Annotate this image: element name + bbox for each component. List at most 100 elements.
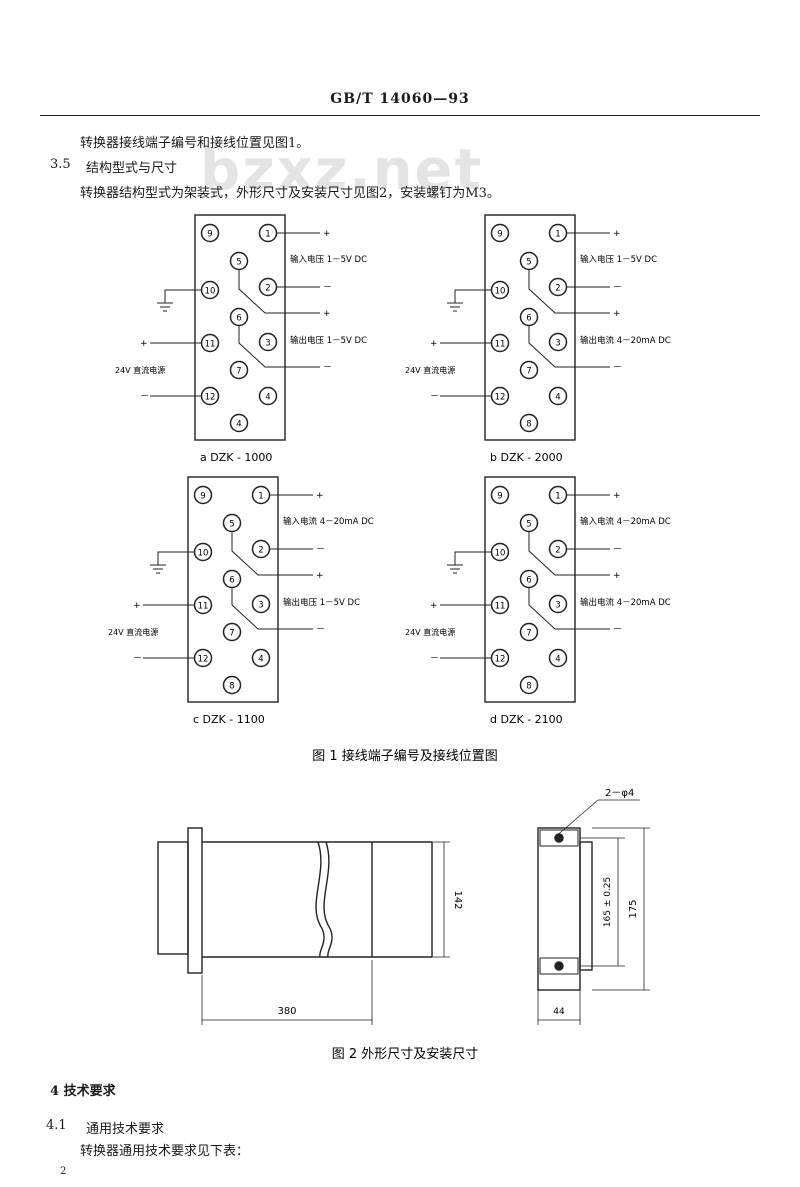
terminal-number: 9 <box>497 492 502 502</box>
terminal-number: 7 <box>526 367 531 377</box>
terminal-number: 9 <box>497 230 502 240</box>
terminal-block <box>187 476 279 703</box>
break-line-1 <box>315 841 325 958</box>
terminal-1 <box>251 485 271 505</box>
terminal-6 <box>519 307 539 327</box>
terminal-9 <box>490 485 510 505</box>
terminal-number: 4 <box>555 655 560 665</box>
mount-hole-top <box>554 833 564 843</box>
side-front-plate <box>157 841 189 955</box>
side-flange <box>187 827 203 974</box>
panel-model-label: c DZK - 1100 <box>193 713 265 726</box>
output-minus-sign: － <box>613 625 622 635</box>
terminal-number: 4 <box>258 655 263 665</box>
output-minus-sign: － <box>323 363 332 373</box>
panel-model-label: a DZK - 1000 <box>200 451 272 464</box>
terminal-block <box>484 214 576 441</box>
output-plus-sign: + <box>323 309 331 319</box>
terminal-6 <box>222 569 242 589</box>
output-minus-sign: － <box>613 363 622 373</box>
terminal-number: 3 <box>555 339 560 349</box>
section-4-1-title: 通用技术要求 <box>86 1122 165 1137</box>
terminal-number: 12 <box>205 393 216 403</box>
terminal-4 <box>548 386 568 406</box>
input-plus-sign: + <box>316 491 324 501</box>
section-4-heading: 4 技术要求 <box>50 1084 116 1099</box>
terminal-number: 11 <box>495 602 506 612</box>
power-supply-label: 24V 直流电源 <box>108 627 158 637</box>
output-minus-sign: － <box>316 625 325 635</box>
terminal-number: 10 <box>495 549 506 559</box>
input-signal-label: 输入电流 4－20mA DC <box>283 516 374 527</box>
terminal-number: 3 <box>555 601 560 611</box>
terminal-7 <box>222 622 242 642</box>
power-plus-sign: + <box>140 339 148 349</box>
terminal-6 <box>519 569 539 589</box>
terminal-number: 9 <box>200 492 205 502</box>
terminal-3 <box>251 594 271 614</box>
terminal-3 <box>548 332 568 352</box>
terminal-number: 9 <box>207 230 212 240</box>
terminal-1 <box>548 223 568 243</box>
terminal-number: 10 <box>495 287 506 297</box>
section-4-1-number: 4.1 <box>46 1118 67 1133</box>
terminal-number: 11 <box>495 340 506 350</box>
terminal-4 <box>548 648 568 668</box>
dim-mount-165: 165 ± 0.25 <box>603 877 613 927</box>
terminal-number: 11 <box>205 340 216 350</box>
output-signal-label: 输出电流 4－20mA DC <box>580 335 671 346</box>
power-minus-sign: － <box>430 392 439 402</box>
terminal-5 <box>222 513 242 533</box>
terminal-7 <box>519 360 539 380</box>
break-line-2 <box>323 841 333 958</box>
terminal-number: 5 <box>526 258 531 268</box>
mount-hole-bottom <box>554 961 564 971</box>
terminal-number: 3 <box>265 339 270 349</box>
paragraph-structure: 转换器结构型式为架装式，外形尺寸及安装尺寸见图2，安装螺钉为M3。 <box>80 186 500 201</box>
section-3-5-number: 3.5 <box>50 157 71 172</box>
terminal-8 <box>519 675 539 695</box>
terminal-number: 4 <box>555 393 560 403</box>
power-plus-sign: + <box>133 601 141 611</box>
output-plus-sign: + <box>316 571 324 581</box>
terminal-block <box>194 214 286 441</box>
output-signal-label: 输出电压 1－5V DC <box>283 597 360 608</box>
input-plus-sign: + <box>613 229 621 239</box>
watermark: bzxz.net <box>200 138 484 203</box>
output-signal-label: 输出电流 4－20mA DC <box>580 597 671 608</box>
terminal-8 <box>519 413 539 433</box>
terminal-5 <box>519 513 539 533</box>
input-signal-label: 输入电压 1－5V DC <box>580 254 657 265</box>
input-minus-sign: － <box>613 283 622 293</box>
dim-width-44: 44 <box>553 1007 565 1017</box>
terminal-number: 7 <box>229 629 234 639</box>
output-signal-label: 输出电压 1－5V DC <box>290 335 367 346</box>
terminal-8 <box>222 675 242 695</box>
terminal-block <box>484 476 576 703</box>
terminal-6 <box>229 307 249 327</box>
terminal-number: 5 <box>526 520 531 530</box>
power-minus-sign: － <box>430 654 439 664</box>
terminal-2 <box>548 277 568 297</box>
terminal-number: 10 <box>205 287 216 297</box>
input-signal-label: 输入电流 4－20mA DC <box>580 516 671 527</box>
dim-height-142: 142 <box>452 890 463 909</box>
panel-model-label: d DZK - 2100 <box>490 713 563 726</box>
power-supply-label: 24V 直流电源 <box>115 365 165 375</box>
terminal-3 <box>548 594 568 614</box>
terminal-number: 6 <box>236 314 241 324</box>
terminal-number: 12 <box>495 393 506 403</box>
paragraph-general-req: 转换器通用技术要求见下表： <box>80 1144 250 1159</box>
input-plus-sign: + <box>323 229 331 239</box>
dim-total-175: 175 <box>628 899 639 918</box>
terminal-number: 1 <box>265 230 270 240</box>
terminal-number: 8 <box>526 420 531 430</box>
input-minus-sign: － <box>316 545 325 555</box>
terminal-7 <box>229 360 249 380</box>
terminal-number: 5 <box>236 258 241 268</box>
terminal-2 <box>258 277 278 297</box>
terminal-number: 11 <box>198 602 209 612</box>
dim-length-380: 380 <box>277 1006 296 1017</box>
power-plus-sign: + <box>430 339 438 349</box>
